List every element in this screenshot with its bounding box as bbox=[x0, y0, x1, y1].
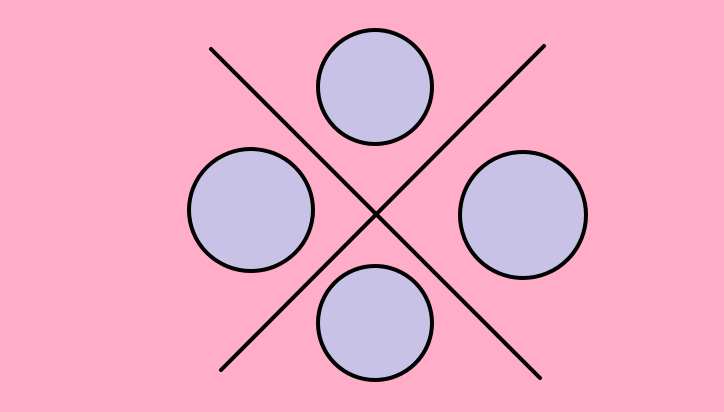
circle-right bbox=[458, 150, 588, 280]
diagonal-line-ascending bbox=[219, 44, 546, 372]
circle-bottom bbox=[316, 264, 434, 382]
circle-top bbox=[316, 28, 434, 146]
circle-left bbox=[187, 147, 315, 273]
